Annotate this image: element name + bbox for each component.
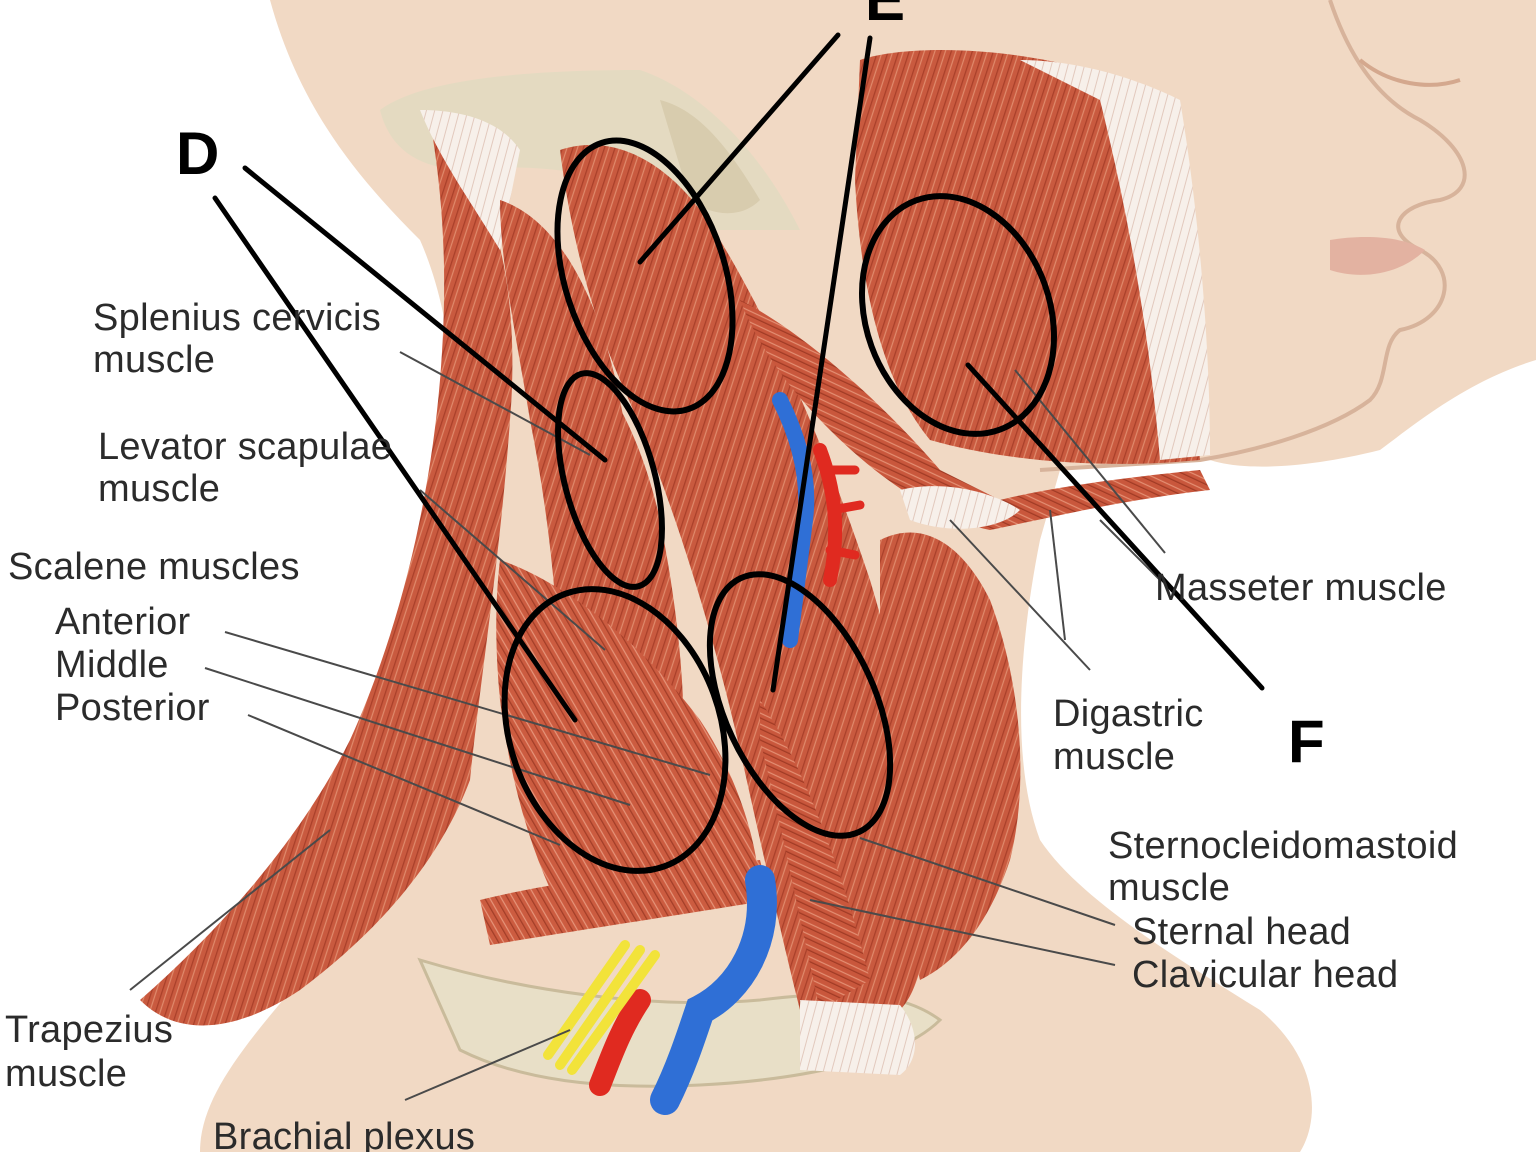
- leader-trapezius: [129, 829, 331, 991]
- ellipse-masseter: [859, 193, 1057, 437]
- leader-masseter-1: [1014, 369, 1166, 554]
- marker-f: F: [1288, 708, 1325, 775]
- leader-anterior: [224, 631, 711, 776]
- label-brachial-plexus: Brachial plexus: [213, 1116, 476, 1152]
- trapezius-tendon: [420, 110, 520, 250]
- leader-levator: [419, 489, 606, 651]
- pointer-e-2: [770, 35, 873, 693]
- trapezius-muscle: [140, 120, 513, 1026]
- label-scalene-muscles: Scalene muscles: [8, 546, 300, 588]
- nostril: [1358, 58, 1461, 87]
- label-anterior: Anterior: [55, 601, 191, 643]
- ellipse-lower-scm: [706, 571, 894, 839]
- scm-clavicular-head: [760, 700, 870, 1010]
- leader-masseter-2: [1099, 519, 1161, 581]
- marker-d: D: [176, 120, 220, 187]
- label-splenius-muscle: muscle: [93, 339, 216, 381]
- label-levator-muscle: muscle: [98, 468, 221, 510]
- leader-digastric-1: [949, 519, 1091, 671]
- omohyoid-shape: [480, 860, 770, 945]
- hyoid-tendon: [900, 486, 1020, 529]
- label-sternocleidomastoid: Sternocleidomastoid: [1108, 825, 1459, 867]
- scm-tendon: [800, 1000, 915, 1075]
- strap-muscle: [880, 532, 1021, 980]
- digastric-shape: [740, 300, 1210, 530]
- scalene-shape: [496, 560, 760, 910]
- leader-sternal: [859, 837, 1116, 926]
- label-splenius-cervicis: Splenius cervicis: [93, 297, 382, 339]
- jugular-vein: [772, 392, 815, 648]
- leader-middle: [204, 667, 631, 806]
- label-masseter-muscle: Masseter muscle: [1155, 567, 1447, 609]
- label-levator-scapulae: Levator scapulae: [98, 426, 393, 468]
- label-sternocleidomastoid-muscle: muscle: [1108, 867, 1231, 909]
- masseter-tendon: [1020, 60, 1210, 460]
- label-clavicular-head: Clavicular head: [1132, 954, 1399, 996]
- label-sternal-head: Sternal head: [1132, 911, 1352, 953]
- leader-clavicular: [809, 899, 1116, 966]
- leader-brachial: [404, 1029, 571, 1101]
- pointer-d-2: [212, 195, 578, 723]
- brachial-plexus-nerves: [543, 940, 660, 1075]
- subclavian-artery: [589, 989, 651, 1096]
- subclavian-vein: [650, 865, 777, 1115]
- pointer-f: [965, 362, 1265, 691]
- ellipse-upper-scm: [554, 137, 736, 415]
- carotid-branch: [825, 465, 865, 560]
- label-digastric-muscle: muscle: [1053, 736, 1176, 778]
- leader-digastric-2: [1049, 509, 1066, 641]
- lips: [1330, 237, 1425, 275]
- pointer-d-1: [242, 165, 608, 463]
- label-trapezius-muscle: muscle: [5, 1053, 128, 1095]
- pointer-e-1: [637, 32, 841, 265]
- label-digastric: Digastric: [1053, 693, 1204, 735]
- mastoid-bone: [660, 100, 760, 214]
- label-trapezius: Trapezius: [5, 1009, 174, 1051]
- leader-posterior: [247, 714, 561, 846]
- ellipse-levator: [555, 370, 665, 590]
- marker-e: E: [865, 0, 905, 30]
- label-middle: Middle: [55, 644, 169, 686]
- label-posterior: Posterior: [55, 687, 210, 729]
